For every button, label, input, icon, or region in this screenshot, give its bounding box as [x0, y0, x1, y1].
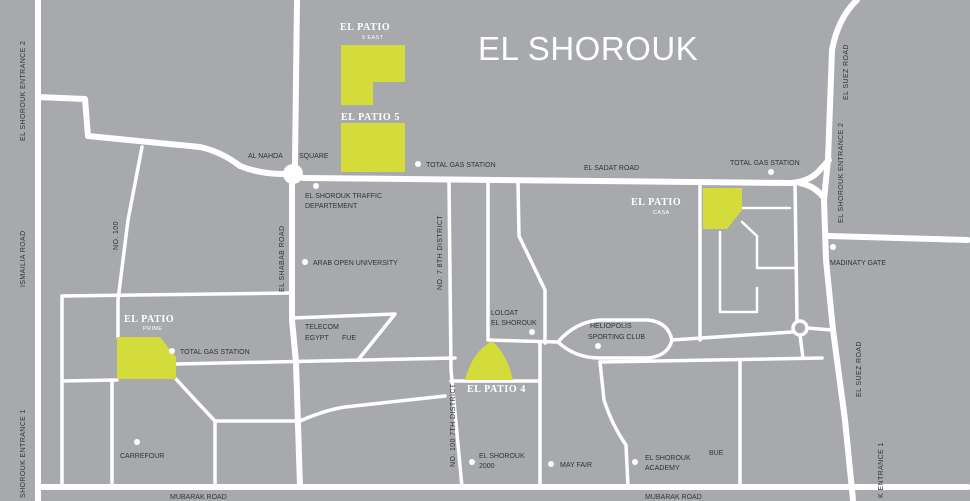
casa-internal-road: [740, 220, 797, 270]
fue-label: FUE: [342, 335, 356, 342]
no100-7th-district-label: NO. 100 7TH DISTRICT: [450, 383, 457, 467]
gas-station-marker: [768, 169, 774, 175]
el-patio-prime-sublabel: PRIME: [143, 326, 162, 332]
heliopolis-club-label: HELIOPOLIS: [590, 323, 632, 330]
carrefour-label: CARREFOUR: [120, 453, 164, 460]
no7-8th-district-label: NO. 7 8TH DISTRICT: [437, 215, 444, 290]
el-shorouk-academy-label-line2: ACADEMY: [645, 465, 680, 472]
heliopolis-club-marker: [595, 343, 601, 349]
madinaty-gate-label: MADINATY GATE: [830, 260, 886, 267]
shabab-road-south-line: [289, 181, 303, 490]
sadat-road-line: [300, 157, 832, 186]
road-line: [670, 330, 794, 342]
no100-road-line: [116, 145, 144, 339]
may-fair-label: MAY FAIR: [560, 462, 592, 469]
bue-label: BUE: [709, 450, 724, 457]
road-line: [60, 378, 119, 383]
sadat-road-label: EL SADAT ROAD: [584, 165, 639, 172]
road-line: [298, 394, 447, 423]
el-shorouk-academy-marker: [632, 459, 638, 465]
el-patio-4-label: EL PATIO 4: [467, 384, 526, 395]
sadat-road-west-line: [35, 94, 286, 177]
entrance-2-right-label: EL SHOROUK ENTRANCE 2: [838, 123, 845, 223]
el-patio-casa-plot: [703, 188, 742, 229]
madinaty-road-line: [825, 233, 970, 243]
mubarak-road-label: MUBARAK ROAD: [170, 494, 227, 501]
arab-open-university-marker: [302, 259, 308, 265]
road-line: [805, 326, 834, 332]
ismailia-road-label: ISMAILIA ROAD: [20, 230, 27, 287]
gas-station-label: TOTAL GAS STATION: [426, 162, 496, 169]
entrance-2-left-label: EL SHOROUK ENTRANCE 2: [20, 41, 27, 141]
el-patio-5-east-label: EL PATIO: [340, 22, 390, 33]
el-patio-5-plot: [341, 123, 405, 172]
may-fair-marker: [548, 461, 554, 467]
el-patio-prime-label: EL PATIO: [124, 314, 174, 325]
el-patio-5-east-plot: [341, 45, 405, 105]
casa-internal-road: [718, 230, 759, 314]
el-shorouk-academy-label: EL SHOROUK: [645, 455, 691, 462]
carrefour-marker: [134, 439, 140, 445]
suez-road-top-label: EL SUEZ ROAD: [843, 44, 850, 100]
al-nahda-label: AL NAHDA: [248, 153, 283, 160]
gas-station-label: TOTAL GAS STATION: [730, 160, 800, 167]
el-patio-5-label: EL PATIO 5: [341, 112, 400, 123]
road-line: [516, 180, 547, 345]
road-line: [174, 356, 457, 366]
gas-station-label: TOTAL GAS STATION: [180, 349, 250, 356]
road-line: [598, 360, 630, 489]
madinaty-gate-marker: [830, 244, 836, 250]
al-nahda-square-roundabout: [283, 164, 303, 184]
el-patio-4-plot: [465, 341, 513, 380]
el-patio-casa-sublabel: CASA: [653, 210, 670, 216]
arab-open-university-label: ARAB OPEN UNIVERSITY: [313, 260, 398, 267]
road-line: [486, 338, 560, 344]
el-patio-5-east-sublabel: 5 EAST: [362, 35, 384, 41]
entrance-1-left-label: SHOROUK ENTRANCE 1: [20, 409, 27, 498]
loloat-marker: [529, 329, 535, 335]
gas-station-marker: [169, 348, 175, 354]
el-shorouk-2000-label-line2: 2000: [479, 463, 495, 470]
road-line: [598, 356, 824, 364]
no7-8th-district-road-line: [447, 180, 464, 489]
entrance-1-right-label: K ENTRANCE 1: [878, 442, 885, 498]
road-line: [60, 291, 293, 298]
gas-station-marker: [415, 161, 421, 167]
telecom-egypt-label-line2: EGYPT: [305, 335, 329, 342]
el-patio-casa-label: EL PATIO: [631, 197, 681, 208]
telecom-egypt-label: TELECOM: [305, 324, 339, 331]
el-patio-prime-plot: [117, 337, 176, 379]
shabab-road-north-line: [292, 0, 300, 167]
traffic-department-label-line2: DEPARTEMENT: [305, 203, 358, 210]
suez-road-bottom-label: EL SUEZ ROAD: [856, 341, 863, 397]
loloat-label-line2: EL SHOROUK: [491, 320, 537, 327]
traffic-department-label: EL SHOROUK TRAFFIC: [305, 193, 382, 200]
road-line: [793, 182, 799, 322]
map-title: EL SHOROUK: [478, 30, 698, 67]
no100-road-label: NO. 100: [113, 221, 120, 250]
square-label: SQUARE: [299, 153, 329, 160]
el-shorouk-2000-marker: [469, 459, 475, 465]
road-line: [290, 312, 397, 362]
traffic-department-marker: [313, 183, 319, 189]
heliopolis-club-label-line2: SPORTING CLUB: [588, 334, 645, 341]
suez-road-line: [821, 0, 860, 501]
road-line: [798, 333, 805, 360]
el-shorouk-2000-label: EL SHOROUK: [479, 453, 525, 460]
mubarak-road-label: MUBARAK ROAD: [645, 494, 702, 501]
shabab-road-label: EL SHABAB ROAD: [279, 226, 286, 292]
loloat-label: LOLOAT: [491, 310, 519, 317]
